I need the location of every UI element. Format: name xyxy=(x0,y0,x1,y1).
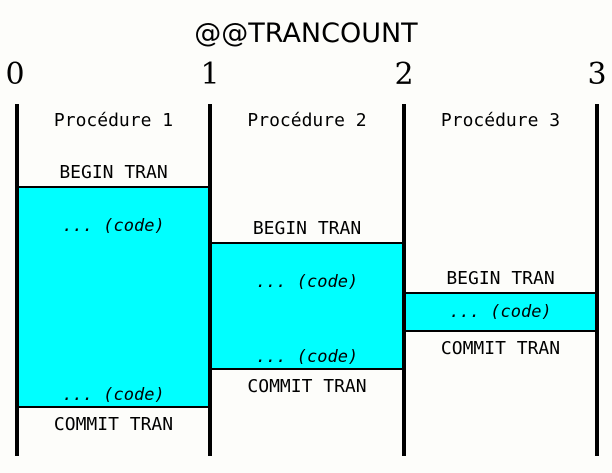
procedure-column-3: Procédure 3 BEGIN TRAN ... (code) COMMIT… xyxy=(406,104,595,456)
procedure-1-commit-tran: COMMIT TRAN xyxy=(53,414,174,435)
procedure-1-title: Procédure 1 xyxy=(53,110,174,131)
procedure-2-code-bottom: ... (code) xyxy=(255,347,359,367)
procedure-column-2: Procédure 2 BEGIN TRAN ... (code) ... (c… xyxy=(212,104,402,456)
procedure-1-code-bottom: ... (code) xyxy=(62,385,165,405)
procedure-1-transaction-block xyxy=(19,186,208,408)
axis-line-0 xyxy=(15,104,19,456)
procedure-2-title: Procédure 2 xyxy=(247,110,367,131)
procedure-3-title: Procédure 3 xyxy=(440,110,561,131)
procedure-2-code-top: ... (code) xyxy=(255,272,359,292)
axis-line-1 xyxy=(208,104,212,456)
axis-line-3 xyxy=(595,104,599,456)
scale-label-2: 2 xyxy=(394,57,414,92)
scale-label-3: 3 xyxy=(587,57,607,92)
procedure-3-code-top: ... (code) xyxy=(449,302,552,322)
diagram-title: @@TRANCOUNT xyxy=(194,18,418,49)
procedure-3-commit-tran: COMMIT TRAN xyxy=(440,338,561,359)
procedure-2-commit-tran: COMMIT TRAN xyxy=(247,376,367,397)
procedure-1-begin-tran: BEGIN TRAN xyxy=(59,162,168,183)
procedure-3-begin-tran: BEGIN TRAN xyxy=(446,268,555,289)
scale-label-1: 1 xyxy=(200,57,220,92)
procedure-2-begin-tran: BEGIN TRAN xyxy=(252,218,362,239)
scale-label-0: 0 xyxy=(5,57,25,92)
procedure-2-transaction-block xyxy=(212,242,402,370)
procedure-column-1: Procédure 1 BEGIN TRAN ... (code) ... (c… xyxy=(19,104,208,456)
axis-line-2 xyxy=(402,104,406,456)
procedure-1-code-top: ... (code) xyxy=(62,216,165,236)
procedure-3-transaction-block xyxy=(406,292,595,332)
